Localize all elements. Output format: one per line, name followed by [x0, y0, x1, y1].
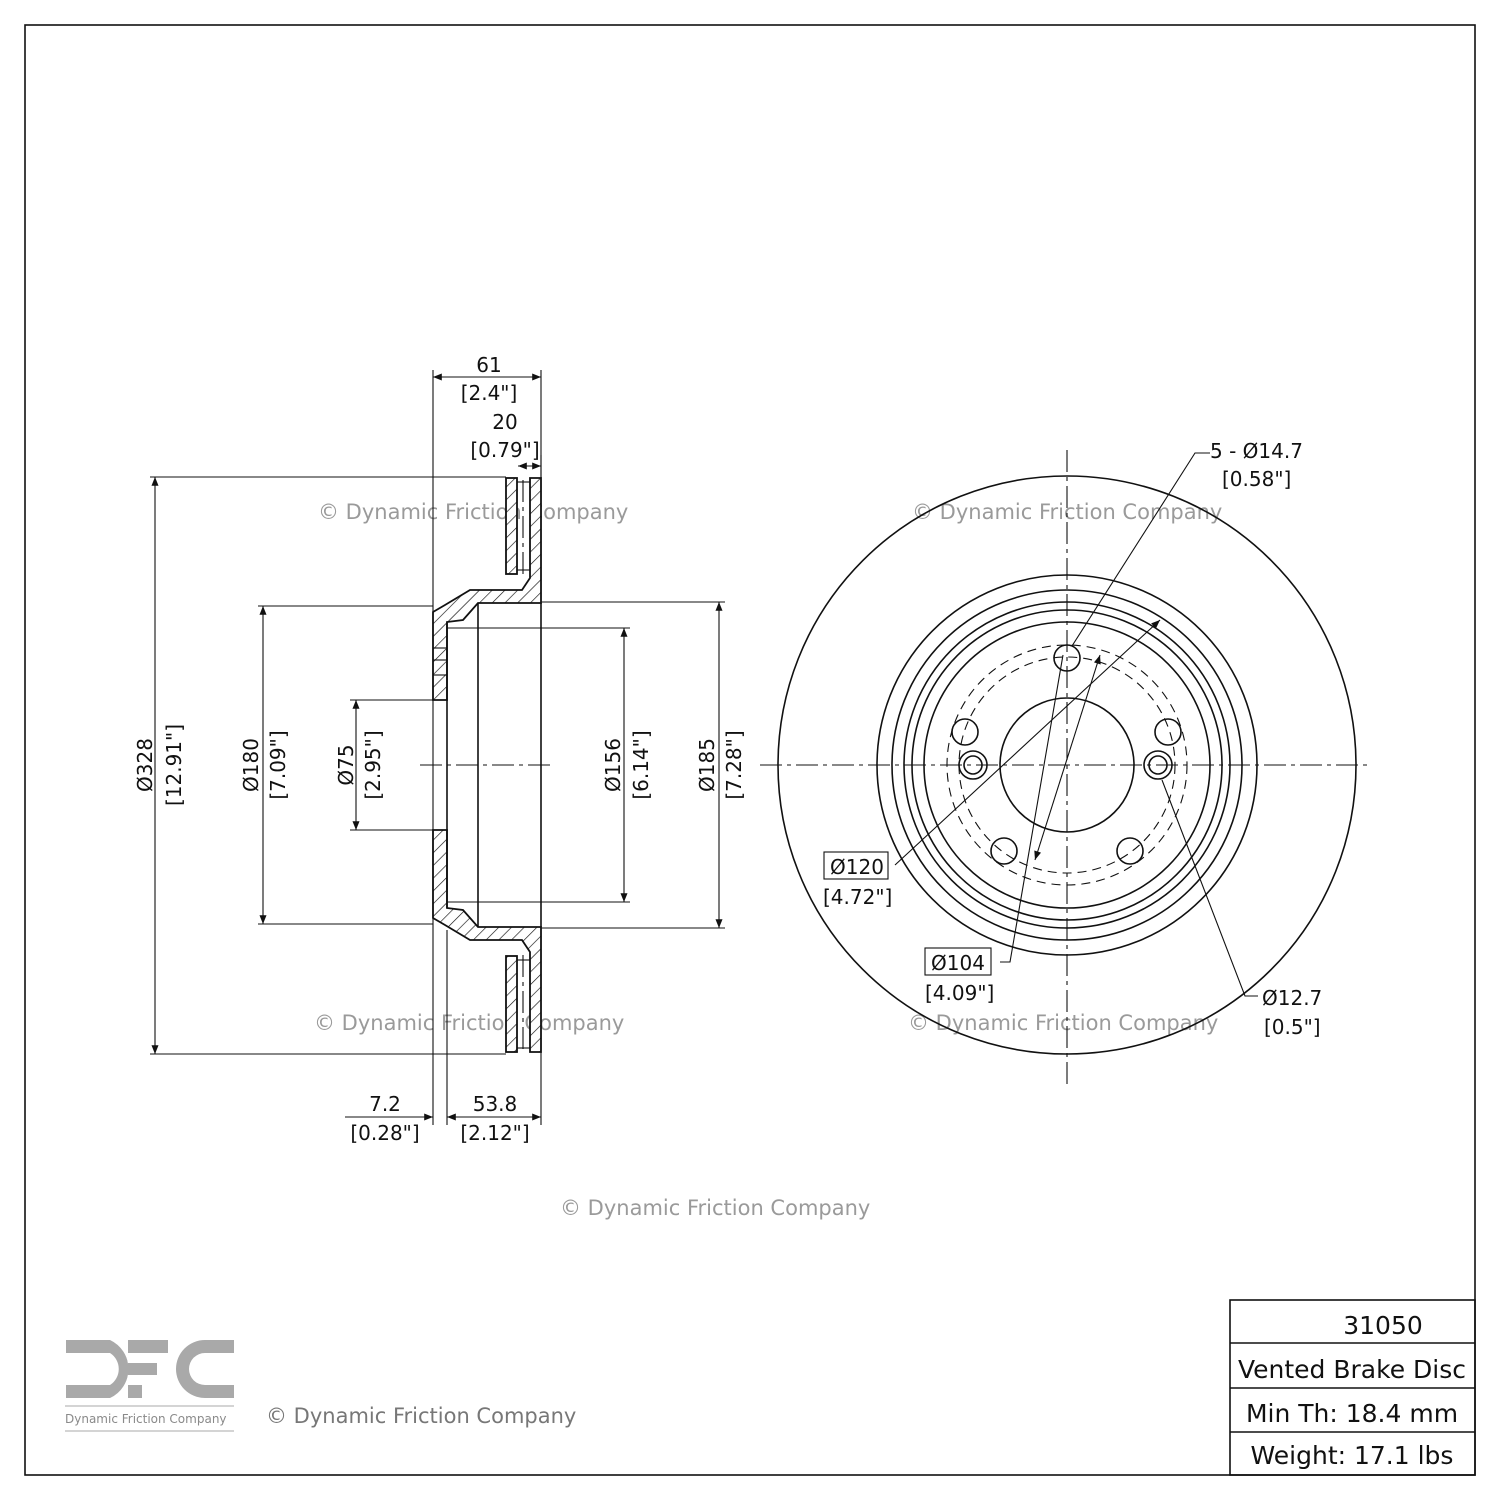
spec-table: 31050 Vented Brake Disc Min Th: 18.4 mm … — [1229, 1299, 1476, 1476]
face-dimensions: 5 - Ø14.7 [0.58"] Ø120 [4.72"] Ø104 [4.0… — [823, 439, 1322, 1039]
dim-hat-height-in: [2.12"] — [460, 1121, 529, 1145]
bolt-hole — [951, 718, 979, 746]
dim-bolt-holes-in: [0.58"] — [1222, 467, 1291, 491]
dim-inner-hat-diameter: Ø156 — [601, 738, 625, 792]
footer-copyright: © Dynamic Friction Company — [266, 1404, 576, 1428]
dim-small-holes: Ø12.7 — [1262, 986, 1322, 1010]
dim-overall-width: 61 — [476, 353, 501, 377]
dim-disc-thickness-in: [0.79"] — [470, 438, 539, 462]
dim-hat-height: 53.8 — [473, 1092, 518, 1116]
dim-bolt-holes: 5 - Ø14.7 — [1210, 439, 1303, 463]
dim-outer-diameter: Ø328 — [133, 738, 157, 792]
logo-company-name: Dynamic Friction Company — [65, 1412, 227, 1426]
weight: Weight: 17.1 lbs — [1251, 1441, 1454, 1470]
watermark: © Dynamic Friction Company — [908, 1011, 1218, 1035]
min-thickness: Min Th: 18.4 mm — [1246, 1399, 1458, 1428]
dim-outer-diameter-in: [12.91"] — [162, 724, 186, 806]
dim-hat-outer-diameter-in: [7.28"] — [722, 730, 746, 799]
face-view — [760, 450, 1370, 1085]
watermark: © Dynamic Friction Company — [314, 1011, 624, 1035]
drawing-border — [24, 24, 1476, 1476]
watermark: © Dynamic Friction Company — [318, 500, 628, 524]
dim-center-bore: Ø75 — [334, 744, 358, 785]
bolt-hole — [1154, 718, 1182, 746]
dim-disc-thickness: 20 — [492, 410, 517, 434]
dfc-logo: Dynamic Friction Company — [65, 1340, 234, 1432]
dim-hat-diameter-in: [7.09"] — [266, 730, 290, 799]
section-dimensions: 61 [2.4"] 20 [0.79"] Ø328 [12.91"] Ø180 … — [133, 353, 746, 1145]
dim-flange-thickness-in: [0.28"] — [350, 1121, 419, 1145]
dim-bolt-circle-in: [4.72"] — [823, 885, 892, 909]
dim-small-holes-in: [0.5"] — [1264, 1015, 1321, 1039]
dim-pilot: Ø104 — [931, 951, 985, 975]
dim-bolt-circle: Ø120 — [830, 855, 884, 879]
watermark: © Dynamic Friction Company — [560, 1196, 870, 1220]
bolt-hole — [990, 837, 1018, 865]
product-type: Vented Brake Disc — [1238, 1355, 1466, 1384]
dim-hat-outer-diameter: Ø185 — [695, 738, 719, 792]
dim-inner-hat-diameter-in: [6.14"] — [629, 730, 653, 799]
part-number: 31050 — [1343, 1311, 1423, 1340]
section-view — [150, 370, 725, 1125]
dim-pilot-in: [4.09"] — [925, 981, 994, 1005]
dim-center-bore-in: [2.95"] — [361, 730, 385, 799]
dim-flange-thickness: 7.2 — [369, 1092, 401, 1116]
bolt-hole — [1116, 837, 1144, 865]
dim-hat-diameter: Ø180 — [239, 738, 263, 792]
dim-overall-width-in: [2.4"] — [461, 381, 518, 405]
